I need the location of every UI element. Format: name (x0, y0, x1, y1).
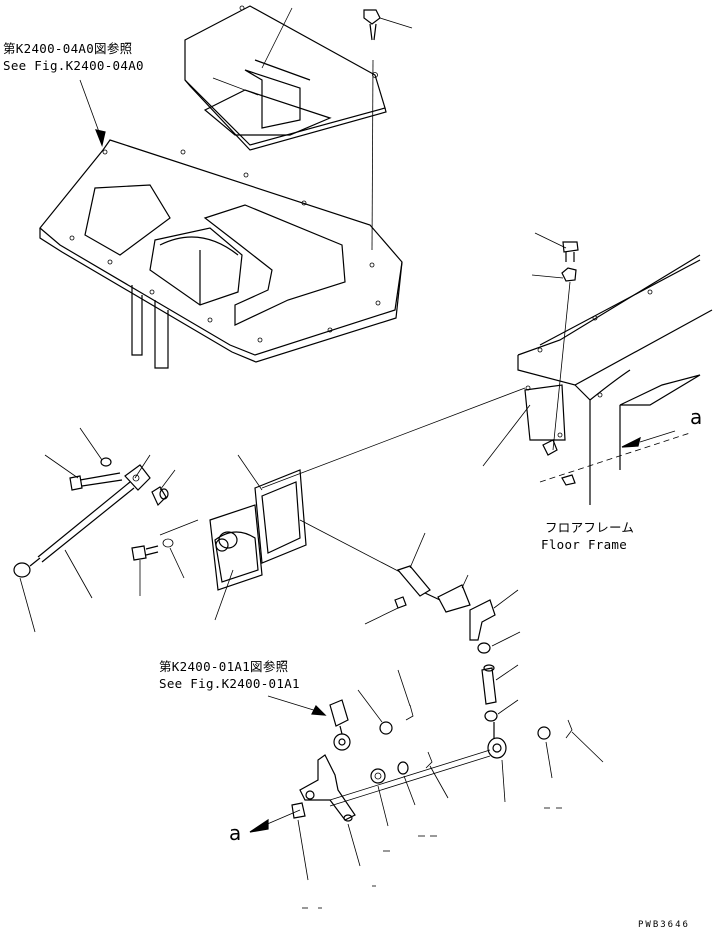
leader-line (495, 664, 519, 681)
leader-line (237, 454, 263, 491)
frame-bolt (542, 241, 579, 456)
leader-line (491, 631, 521, 647)
arrow-a-right (621, 436, 641, 448)
elbow-fitting (469, 599, 496, 641)
leader-line (482, 404, 531, 467)
leader-line (212, 77, 259, 96)
leader-line (214, 569, 234, 621)
connector-a-left: a (229, 821, 242, 845)
leader-line (403, 775, 416, 806)
link-rod (329, 749, 491, 801)
leader-line (531, 274, 564, 279)
floor-frame-jp: フロアフレーム (545, 520, 635, 535)
bushing-lower (291, 802, 306, 819)
lever-bushing (151, 486, 169, 507)
cover-bolt (363, 9, 381, 251)
leader-line (377, 785, 389, 827)
washer-large (370, 768, 386, 784)
leader-line (493, 589, 519, 609)
leader-line (19, 577, 36, 633)
leader-line (379, 17, 413, 29)
cotter-pin-2 (405, 704, 414, 721)
leader-line (409, 532, 426, 569)
small-bolt (131, 545, 159, 561)
cable-clip (394, 596, 407, 609)
lever-washer (100, 457, 112, 467)
nut-upper (477, 642, 491, 654)
rod-end (487, 722, 507, 759)
floor-frame-en: Floor Frame (541, 537, 628, 552)
arrow-a-left (249, 818, 269, 833)
leader-line (159, 469, 176, 491)
leader-line (397, 669, 411, 707)
ref-mid-jp: 第K2400-01A1図参照 (159, 659, 289, 674)
lever-rod (13, 464, 151, 578)
leader-line (461, 574, 469, 589)
cable-end-rod (396, 565, 441, 601)
ref-top-en: See Fig.K2400-04A0 (3, 58, 144, 73)
arrow-a-left-shaft (264, 809, 301, 826)
washer-large-hole (374, 772, 382, 780)
leader-line (501, 759, 506, 803)
leader-line (571, 731, 604, 763)
leader-line (357, 689, 383, 723)
floor-frame (517, 254, 713, 505)
clip-plate (437, 584, 471, 613)
small-washer (162, 538, 174, 548)
cable-line (261, 387, 526, 489)
leader-line (534, 232, 567, 249)
leader-line (299, 519, 401, 573)
frame-pin (561, 474, 576, 486)
leader-line (44, 454, 79, 479)
right-nut (537, 726, 551, 740)
leader-line (134, 454, 151, 479)
joint-nut (379, 721, 393, 735)
ball-joint (329, 699, 351, 751)
leader-line (347, 823, 361, 867)
cotter-pin (565, 719, 573, 739)
ref-mid-en: See Fig.K2400-01A1 (159, 676, 300, 691)
connector-a-right: a (690, 405, 703, 429)
leader-line (159, 519, 199, 536)
nut-lower (484, 710, 498, 722)
leader-line (497, 699, 519, 715)
leader-line (169, 547, 185, 579)
ref-arrow-mid (267, 695, 327, 716)
cotter-pin-3 (425, 751, 433, 769)
upper-cover-plate (184, 5, 387, 151)
leader-line (429, 765, 449, 799)
ref-top-jp: 第K2400-04A0図参照 (3, 41, 133, 56)
leader-line (79, 427, 103, 461)
floor-plate (39, 139, 403, 369)
link-rod-lower (329, 755, 491, 807)
leader-line (64, 549, 93, 599)
arrow-a-right-shaft (639, 430, 676, 443)
switch-body (209, 504, 263, 591)
leader-line (297, 819, 309, 881)
nut-mid (397, 761, 409, 775)
drawing-code: PWB3646 (638, 920, 690, 930)
turnbuckle (481, 664, 497, 705)
lever-bolt (69, 472, 123, 491)
bellcrank (299, 754, 356, 822)
switch-gasket (254, 469, 307, 564)
leader-line (545, 741, 553, 779)
leader-line (261, 7, 293, 69)
connector-line-a (539, 432, 691, 483)
leader-line (364, 607, 399, 625)
ref-arrow-top (79, 79, 106, 148)
